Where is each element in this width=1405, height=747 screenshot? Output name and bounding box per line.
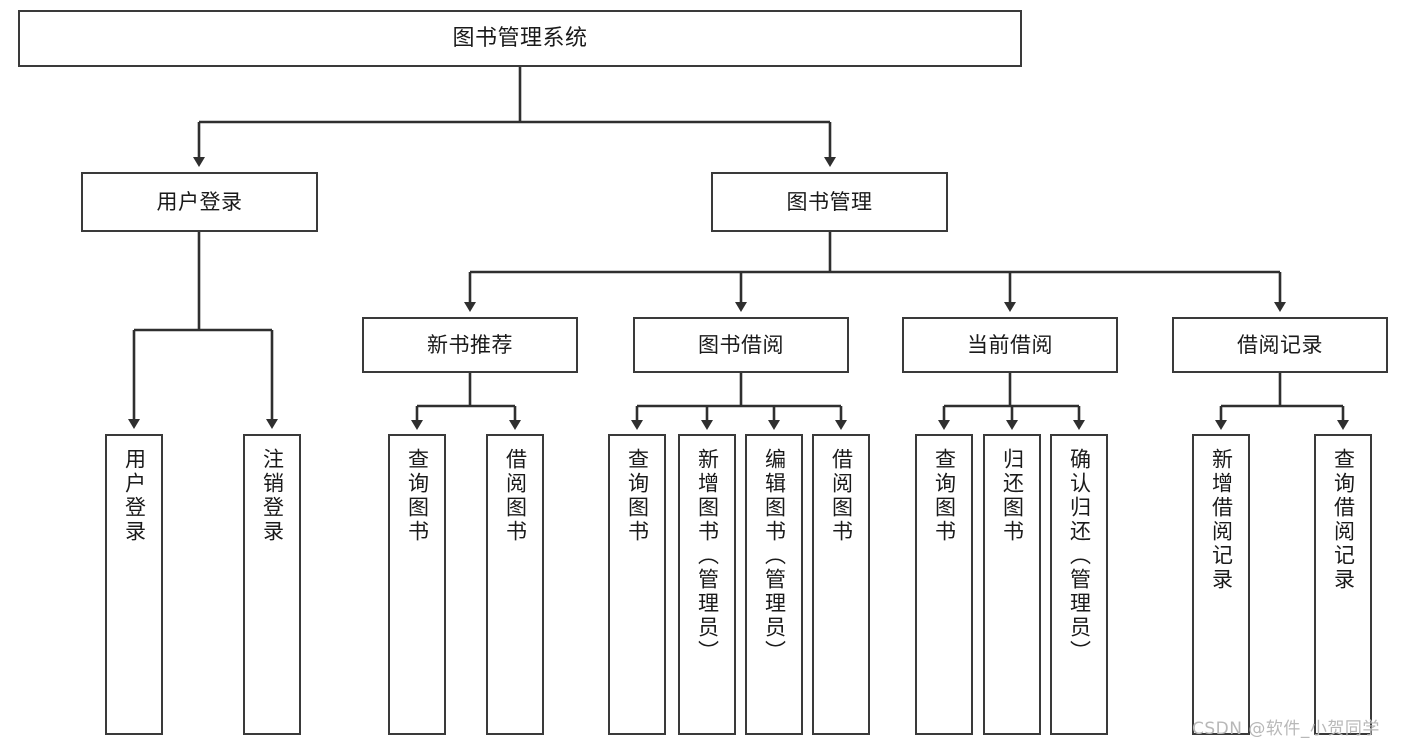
node-book-management-label: 图书管理 xyxy=(786,189,873,214)
node-leaf-confirm-return-label: 确认归还（管理员） xyxy=(1067,448,1092,664)
node-leaf-query-record[interactable]: 查询借阅记录 xyxy=(1314,434,1372,735)
node-leaf-confirm-return[interactable]: 确认归还（管理员） xyxy=(1050,434,1108,735)
node-new-book-recommend[interactable]: 新书推荐 xyxy=(362,317,578,373)
node-leaf-add-book-label: 新增图书（管理员） xyxy=(695,448,720,664)
node-leaf-user-login[interactable]: 用户登录 xyxy=(105,434,163,735)
node-leaf-add-record[interactable]: 新增借阅记录 xyxy=(1192,434,1250,735)
node-new-book-recommend-label: 新书推荐 xyxy=(427,332,513,357)
node-leaf-borrow-book-1[interactable]: 借阅图书 xyxy=(486,434,544,735)
node-leaf-user-logout-label: 注销登录 xyxy=(260,448,285,544)
node-leaf-edit-book[interactable]: 编辑图书（管理员） xyxy=(745,434,803,735)
node-current-borrow[interactable]: 当前借阅 xyxy=(902,317,1118,373)
node-leaf-query-record-label: 查询借阅记录 xyxy=(1331,448,1356,592)
node-leaf-borrow-book-1-label: 借阅图书 xyxy=(503,448,528,544)
node-book-management[interactable]: 图书管理 xyxy=(711,172,948,232)
node-leaf-query-book-2-label: 查询图书 xyxy=(625,448,650,544)
node-leaf-user-logout[interactable]: 注销登录 xyxy=(243,434,301,735)
node-leaf-return-book[interactable]: 归还图书 xyxy=(983,434,1041,735)
node-leaf-add-book[interactable]: 新增图书（管理员） xyxy=(678,434,736,735)
node-leaf-borrow-book-2-label: 借阅图书 xyxy=(829,448,854,544)
node-user-login-label: 用户登录 xyxy=(156,189,243,214)
node-borrow-records-label: 借阅记录 xyxy=(1237,332,1323,357)
node-leaf-borrow-book-2[interactable]: 借阅图书 xyxy=(812,434,870,735)
node-leaf-query-book-1-label: 查询图书 xyxy=(405,448,430,544)
node-leaf-query-book-2[interactable]: 查询图书 xyxy=(608,434,666,735)
node-book-borrow-label: 图书借阅 xyxy=(698,332,784,357)
node-root[interactable]: 图书管理系统 xyxy=(18,10,1022,67)
node-current-borrow-label: 当前借阅 xyxy=(967,332,1053,357)
node-leaf-return-book-label: 归还图书 xyxy=(1000,448,1025,544)
node-leaf-query-book-3[interactable]: 查询图书 xyxy=(915,434,973,735)
node-leaf-add-record-label: 新增借阅记录 xyxy=(1209,448,1234,592)
node-leaf-query-book-3-label: 查询图书 xyxy=(932,448,957,544)
node-root-label: 图书管理系统 xyxy=(452,25,588,51)
node-book-borrow[interactable]: 图书借阅 xyxy=(633,317,849,373)
node-borrow-records[interactable]: 借阅记录 xyxy=(1172,317,1388,373)
node-leaf-user-login-label: 用户登录 xyxy=(122,448,147,544)
node-leaf-query-book-1[interactable]: 查询图书 xyxy=(388,434,446,735)
node-leaf-edit-book-label: 编辑图书（管理员） xyxy=(762,448,787,664)
node-user-login[interactable]: 用户登录 xyxy=(81,172,318,232)
